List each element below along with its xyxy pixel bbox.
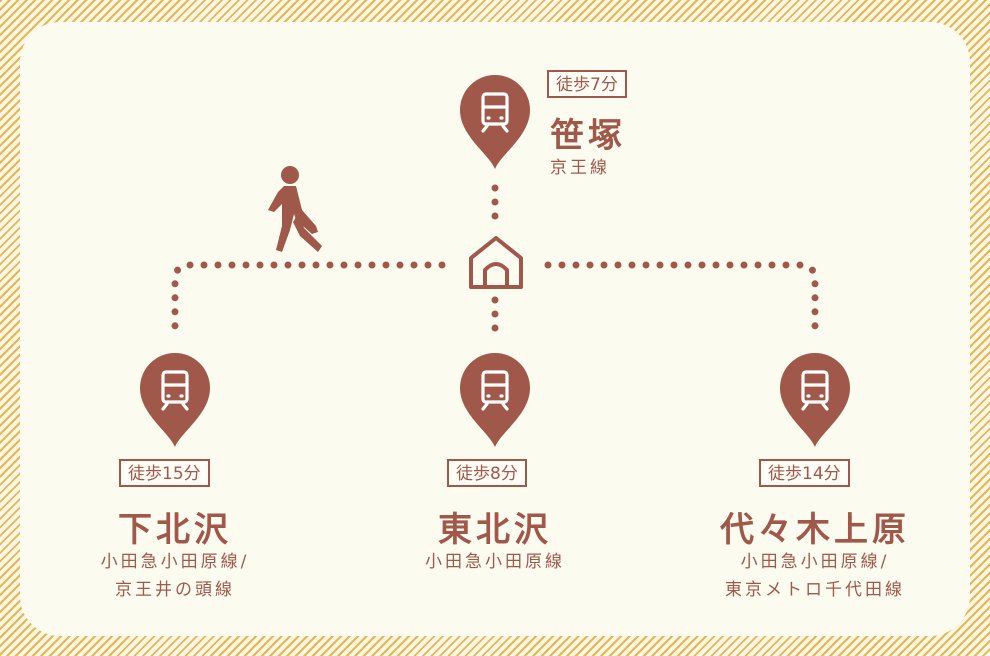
walk-time-badge-higashikitazawa: 徒歩8分 bbox=[447, 459, 527, 487]
station-lines-sasazuka: 京王線 bbox=[550, 154, 650, 182]
line-label: 小田急小田原線/ bbox=[740, 552, 890, 572]
station-name-higashikitazawa: 東北沢 bbox=[438, 510, 552, 550]
line-label: 小田急小田原線 bbox=[425, 552, 565, 572]
train-pin-icon bbox=[460, 353, 530, 447]
route-to-shimokitazawa bbox=[171, 261, 446, 336]
station-lines-higashikitazawa: 小田急小田原線 bbox=[380, 548, 610, 576]
house-icon bbox=[469, 236, 523, 289]
line-label: 京王井の頭線 bbox=[115, 580, 235, 600]
route-to-yoyogiuehara bbox=[544, 261, 819, 336]
walk-time-badge-yoyogiuehara: 徒歩14分 bbox=[759, 459, 850, 487]
walk-time-badge-sasazuka: 徒歩7分 bbox=[547, 70, 627, 98]
line-label: 京王線 bbox=[550, 158, 610, 178]
station-name-sasazuka: 笹塚 bbox=[550, 116, 626, 156]
walk-time-badge-shimokitazawa: 徒歩15分 bbox=[119, 459, 210, 487]
train-pin-icon bbox=[140, 353, 210, 447]
line-label: 小田急小田原線/ bbox=[100, 552, 250, 572]
walking-person-icon bbox=[268, 166, 322, 252]
train-pin-icon bbox=[460, 75, 530, 169]
line-label: 東京メトロ千代田線 bbox=[725, 580, 905, 600]
station-lines-shimokitazawa: 小田急小田原線/ 京王井の頭線 bbox=[60, 548, 290, 604]
station-name-shimokitazawa: 下北沢 bbox=[118, 510, 232, 550]
train-pin-icon bbox=[780, 353, 850, 447]
station-lines-yoyogiuehara: 小田急小田原線/ 東京メトロ千代田線 bbox=[690, 548, 940, 604]
station-name-yoyogiuehara: 代々木上原 bbox=[720, 510, 910, 550]
